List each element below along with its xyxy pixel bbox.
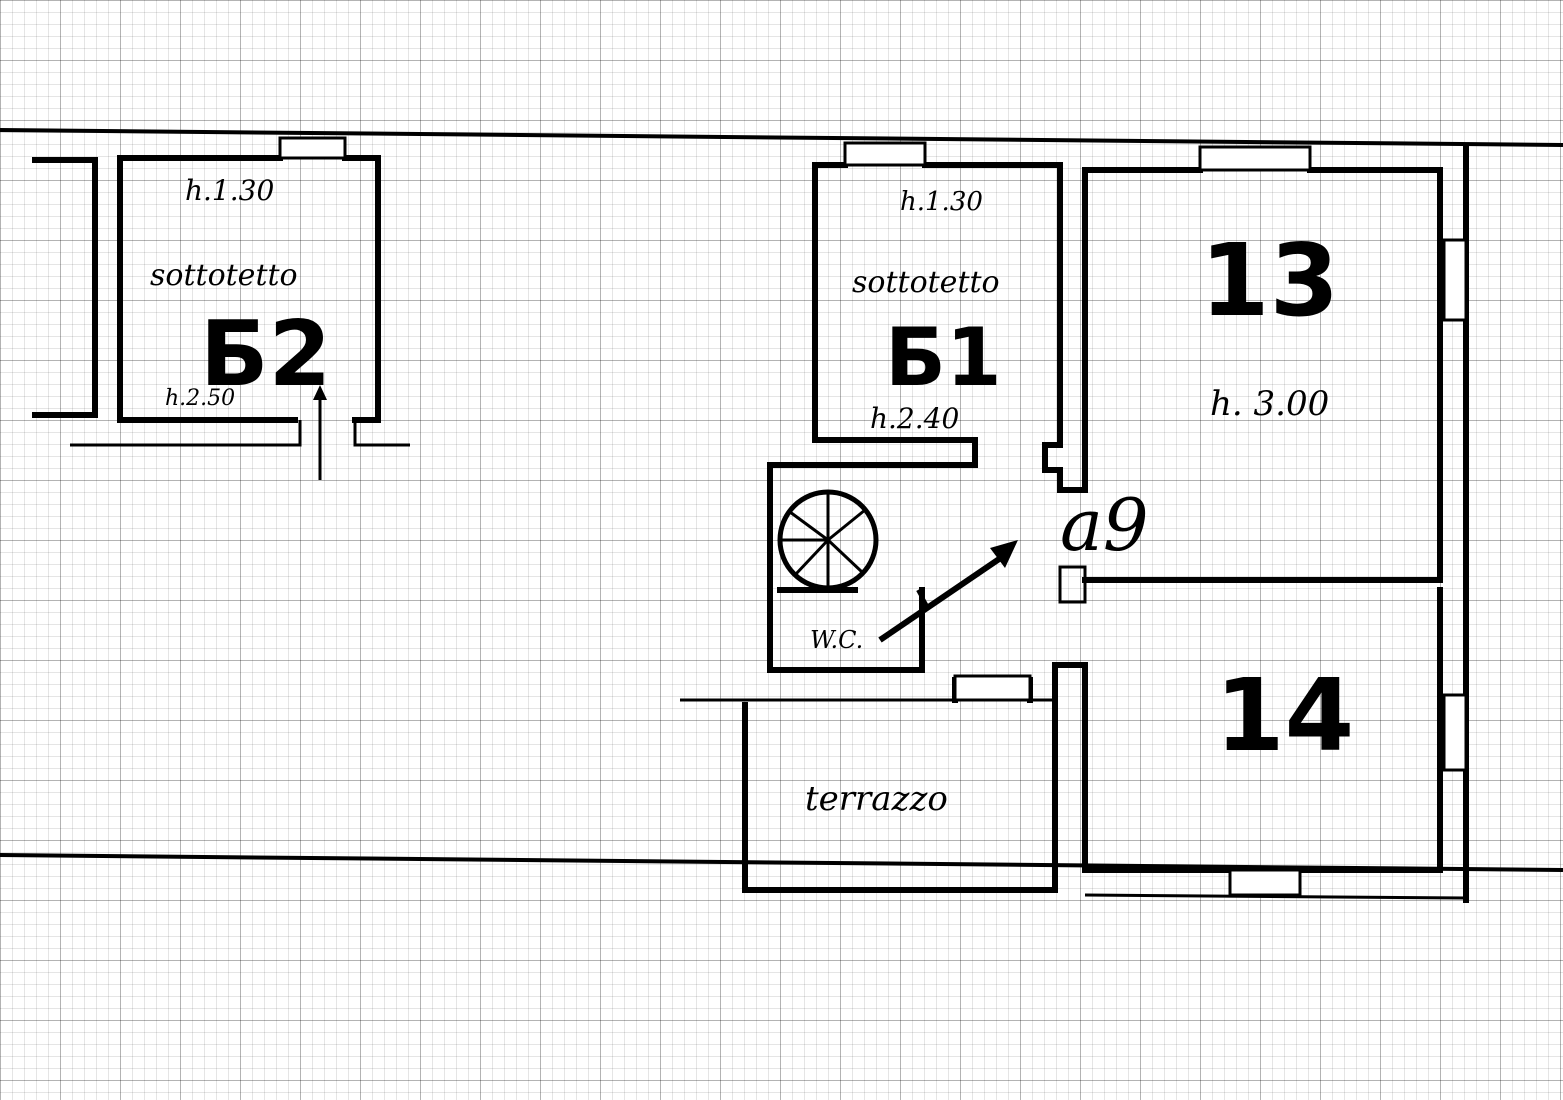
window-13-top bbox=[1198, 145, 1312, 172]
entry-arrow-a9 bbox=[878, 540, 1018, 643]
label-b1-id: Ƃ1 bbox=[885, 311, 1002, 404]
window-b1 bbox=[843, 141, 927, 167]
spiral-staircase-icon bbox=[777, 489, 879, 591]
label-wc: W.C. bbox=[810, 626, 863, 654]
wc-walls bbox=[777, 587, 925, 673]
label-room-13-height: h. 3.00 bbox=[1210, 384, 1329, 424]
roof-line-top bbox=[0, 128, 1563, 147]
room-b1-walls bbox=[767, 141, 1088, 673]
room-b2-walls bbox=[32, 136, 410, 480]
label-room-14: 14 bbox=[1215, 657, 1354, 774]
window-b2 bbox=[278, 136, 347, 160]
chimney-box bbox=[1058, 565, 1087, 604]
label-b2-height-bottom: h.2.50 bbox=[165, 386, 235, 411]
window-14-side bbox=[1442, 693, 1468, 772]
label-b1-name: sottotetto bbox=[852, 265, 1000, 300]
label-b1-height-top: h.1.30 bbox=[900, 187, 983, 217]
window-13-side bbox=[1442, 238, 1468, 322]
label-room-13: 13 bbox=[1200, 222, 1339, 339]
label-entry-a9: a9 bbox=[1060, 483, 1149, 567]
window-14-bottom bbox=[1228, 868, 1302, 897]
label-b2-id: Ƃ2 bbox=[200, 302, 331, 407]
arrow-head-b2 bbox=[313, 385, 327, 400]
label-b1-height-bottom: h.2.40 bbox=[870, 402, 959, 435]
main-apartment-walls bbox=[680, 145, 1469, 903]
label-b2-height-top: h.1.30 bbox=[185, 174, 274, 207]
door-terrace bbox=[953, 674, 1032, 702]
label-b2-name: sottotetto bbox=[150, 258, 298, 293]
label-terrace: terrazzo bbox=[805, 779, 948, 819]
